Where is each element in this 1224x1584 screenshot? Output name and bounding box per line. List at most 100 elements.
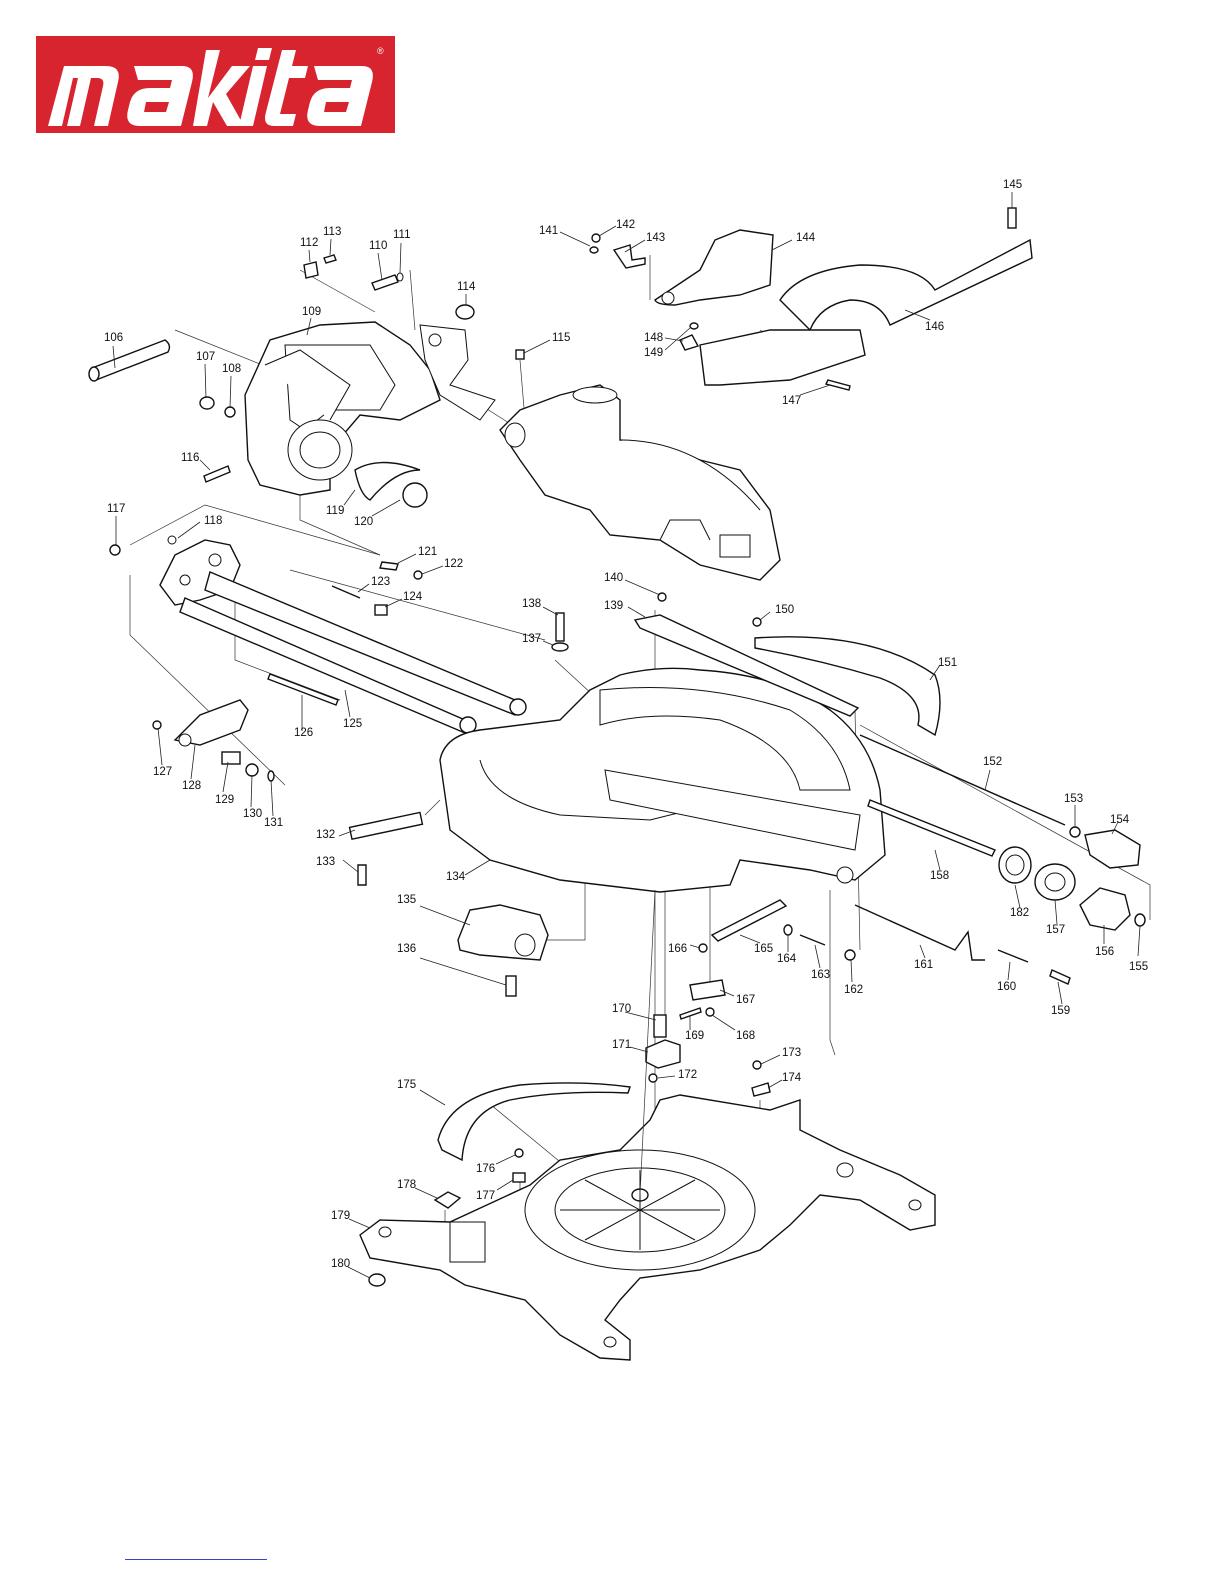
callout-147: 147 (782, 395, 801, 407)
callout-128: 128 (182, 780, 201, 792)
callout-173: 173 (782, 1047, 801, 1059)
part-106-handle-tube (88, 339, 171, 382)
slide-rail-assembly (109, 535, 527, 782)
callout-164: 164 (777, 953, 797, 965)
part-132 (348, 811, 424, 840)
part-141 (589, 246, 599, 254)
callout-146: 146 (925, 321, 944, 333)
callout-175: 175 (397, 1079, 416, 1091)
callout-127: 127 (153, 766, 172, 778)
part-154 (1084, 829, 1141, 869)
callout-111: 111 (393, 229, 410, 241)
registered-mark: ® (377, 46, 384, 56)
part-108 (224, 406, 236, 418)
callout-137: 137 (522, 633, 541, 645)
callout-167: 167 (736, 994, 755, 1006)
callout-155: 155 (1129, 961, 1148, 973)
callout-118: 118 (204, 515, 222, 527)
part-123 (331, 585, 361, 599)
part-137 (551, 642, 569, 652)
part-107 (199, 396, 215, 410)
motor-housing-assembly (419, 324, 781, 581)
callout-158: 158 (930, 870, 949, 882)
callout-170: 170 (612, 1003, 631, 1015)
part-148 (679, 334, 700, 351)
part-113 (323, 254, 337, 264)
part-156 (1079, 887, 1131, 931)
part-122 (413, 570, 423, 580)
part-162 (844, 949, 856, 961)
part-111 (396, 272, 404, 282)
callout-162: 162 (844, 984, 863, 996)
callout-171: 171 (612, 1039, 631, 1051)
callout-120: 120 (354, 516, 373, 528)
part-178 (433, 1191, 462, 1209)
callout-165: 165 (754, 943, 773, 955)
callout-159: 159 (1051, 1005, 1070, 1017)
callout-124: 124 (403, 591, 423, 603)
part-167 (689, 979, 726, 1001)
callout-156: 156 (1095, 946, 1114, 958)
small-parts-upper-left (199, 254, 525, 508)
callout-160: 160 (997, 981, 1016, 993)
part-146 (779, 238, 1033, 332)
callout-157: 157 (1046, 924, 1065, 936)
callout-150: 150 (775, 604, 794, 616)
part-120 (402, 482, 428, 508)
callout-119: 119 (326, 505, 344, 517)
part-174 (751, 1082, 771, 1097)
part-130 (245, 763, 259, 777)
callout-153: 153 (1064, 793, 1083, 805)
callout-113: 113 (323, 226, 341, 238)
callout-180: 180 (331, 1258, 350, 1270)
part-152 (859, 734, 1066, 826)
part-119 (354, 461, 421, 501)
part-177 (512, 1172, 526, 1183)
part-149 (689, 322, 699, 330)
part-150 (752, 617, 762, 627)
part-173 (752, 1060, 762, 1070)
part-117 (109, 544, 121, 556)
part-175 (437, 1082, 631, 1162)
callout-139: 139 (604, 600, 623, 612)
callout-148: 148 (644, 332, 663, 344)
part-133 (357, 864, 367, 886)
part-161 (854, 904, 985, 961)
part-129 (221, 751, 241, 765)
part-136 (505, 975, 517, 997)
callout-labels: 106 107 108 109 110 111 112 113 114 115 … (104, 179, 1148, 1270)
callout-138: 138 (522, 598, 541, 610)
callout-163: 163 (811, 969, 830, 981)
part-135 (457, 904, 549, 961)
part-109-handle-housing (244, 321, 441, 496)
callout-154: 154 (1110, 814, 1130, 826)
part-116 (203, 465, 231, 483)
part-139 (633, 614, 860, 717)
callout-168: 168 (736, 1030, 755, 1042)
part-180 (368, 1273, 386, 1287)
callout-116: 116 (181, 452, 199, 464)
part-165 (710, 899, 788, 942)
callout-123: 123 (371, 576, 390, 588)
callout-106: 106 (104, 332, 123, 344)
part-126 (267, 673, 339, 706)
callout-144: 144 (796, 232, 816, 244)
turn-base-assembly (348, 592, 1146, 1069)
callout-126: 126 (294, 727, 313, 739)
part-125-upper-rail (204, 571, 521, 716)
callout-135: 135 (397, 894, 416, 906)
part-176 (514, 1148, 524, 1158)
part-140 (657, 592, 667, 602)
callout-179: 179 (331, 1210, 350, 1222)
callout-151: 151 (938, 657, 957, 669)
logo-lettering (48, 48, 373, 126)
part-142 (591, 233, 601, 243)
part-115 (515, 349, 525, 360)
callout-172: 172 (678, 1069, 697, 1081)
part-128 (173, 699, 249, 746)
footer-link-underline[interactable] (125, 1559, 267, 1560)
part-144 (654, 229, 774, 306)
callout-174: 174 (782, 1072, 802, 1084)
callout-134: 134 (446, 871, 466, 883)
callout-152: 152 (983, 756, 1002, 768)
